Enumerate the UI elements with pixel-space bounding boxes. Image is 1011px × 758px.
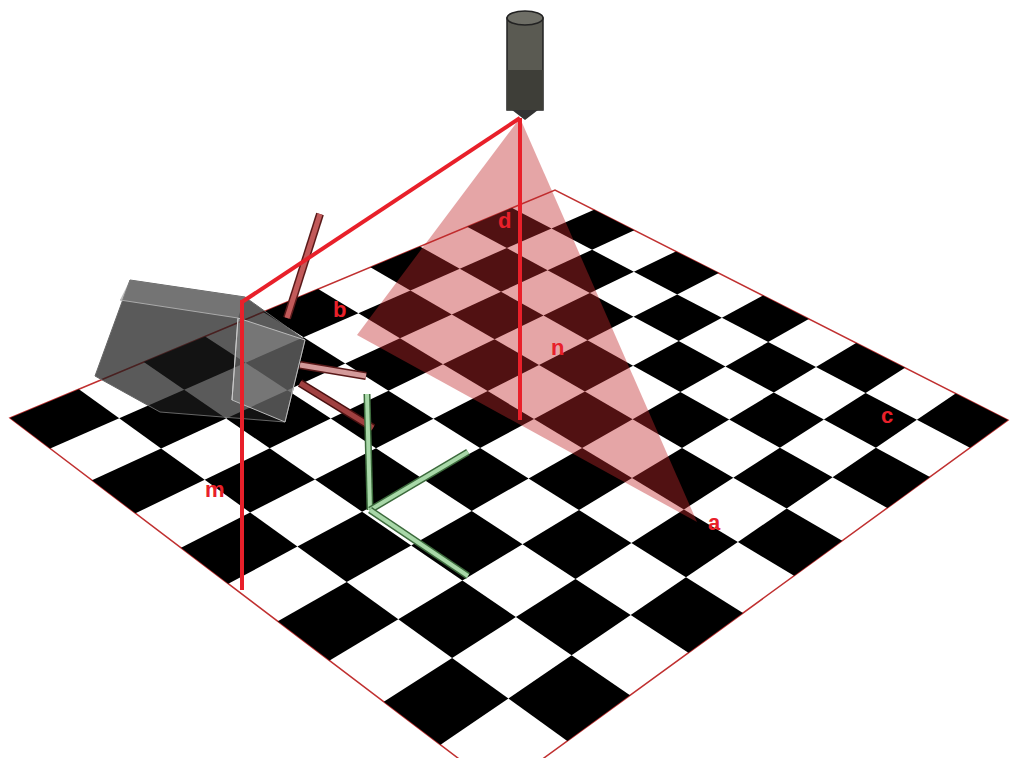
camera-lens xyxy=(507,70,543,110)
board-square xyxy=(725,342,816,393)
board-square xyxy=(181,513,297,584)
axis-rod xyxy=(367,394,370,510)
board-square xyxy=(423,448,529,511)
point-label: c xyxy=(881,405,893,427)
world-axes xyxy=(367,394,468,576)
point-label: m xyxy=(205,479,225,501)
point-label: a xyxy=(708,512,720,534)
board-square xyxy=(92,448,205,513)
cube-edge xyxy=(120,300,238,318)
board-square xyxy=(633,341,725,392)
board-square xyxy=(384,658,509,745)
board-square xyxy=(816,343,905,393)
point-label: n xyxy=(551,337,564,359)
board-square xyxy=(634,294,722,341)
axis-rod xyxy=(370,510,468,576)
distance-line xyxy=(242,118,520,302)
board-square xyxy=(833,448,930,508)
board-square xyxy=(205,448,315,512)
camera-symbol xyxy=(507,11,543,120)
board-square xyxy=(331,391,434,449)
axis-rod xyxy=(370,510,468,576)
view-cone xyxy=(357,118,697,522)
measure-lines xyxy=(242,118,520,590)
height-line xyxy=(240,300,244,590)
height-line xyxy=(518,118,522,420)
board-square xyxy=(722,296,809,342)
board-square xyxy=(729,393,824,448)
camera-top xyxy=(507,11,543,25)
board-square xyxy=(631,577,743,653)
point-label: b xyxy=(333,299,346,321)
cube-body xyxy=(95,280,305,422)
camera-body xyxy=(507,18,543,110)
object-cube xyxy=(95,280,305,422)
axis-rod xyxy=(370,452,468,510)
board-square xyxy=(398,581,516,659)
board-square xyxy=(738,509,842,576)
cube-face xyxy=(120,280,245,318)
axis-rod xyxy=(287,214,320,318)
cube-edge xyxy=(232,318,238,400)
board-square xyxy=(917,393,1008,447)
board-square xyxy=(278,582,399,661)
axis-rod xyxy=(300,365,366,376)
board-square xyxy=(631,509,738,577)
board-square xyxy=(634,251,719,294)
board-square xyxy=(508,655,630,741)
axis-rod xyxy=(300,383,373,428)
board-square xyxy=(733,448,832,509)
axis-rod xyxy=(367,394,370,510)
axis-rod xyxy=(370,452,468,510)
axis-rod xyxy=(300,365,366,376)
board-square xyxy=(516,579,631,655)
axis-rod xyxy=(287,214,320,318)
axis-rod xyxy=(300,383,373,428)
board-square xyxy=(824,393,917,448)
board-square xyxy=(523,510,632,579)
board-square xyxy=(10,389,119,448)
point-label: d xyxy=(498,210,511,232)
